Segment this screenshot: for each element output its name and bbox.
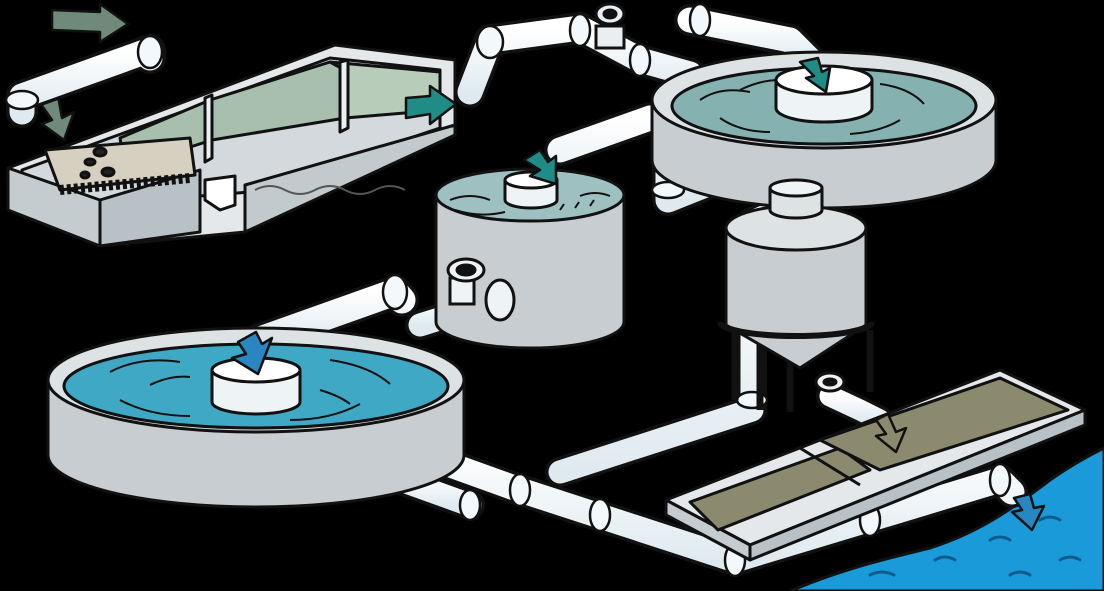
flow-arrow-icon — [52, 4, 128, 42]
valve-icon — [596, 4, 624, 48]
valve-icon — [816, 373, 844, 391]
